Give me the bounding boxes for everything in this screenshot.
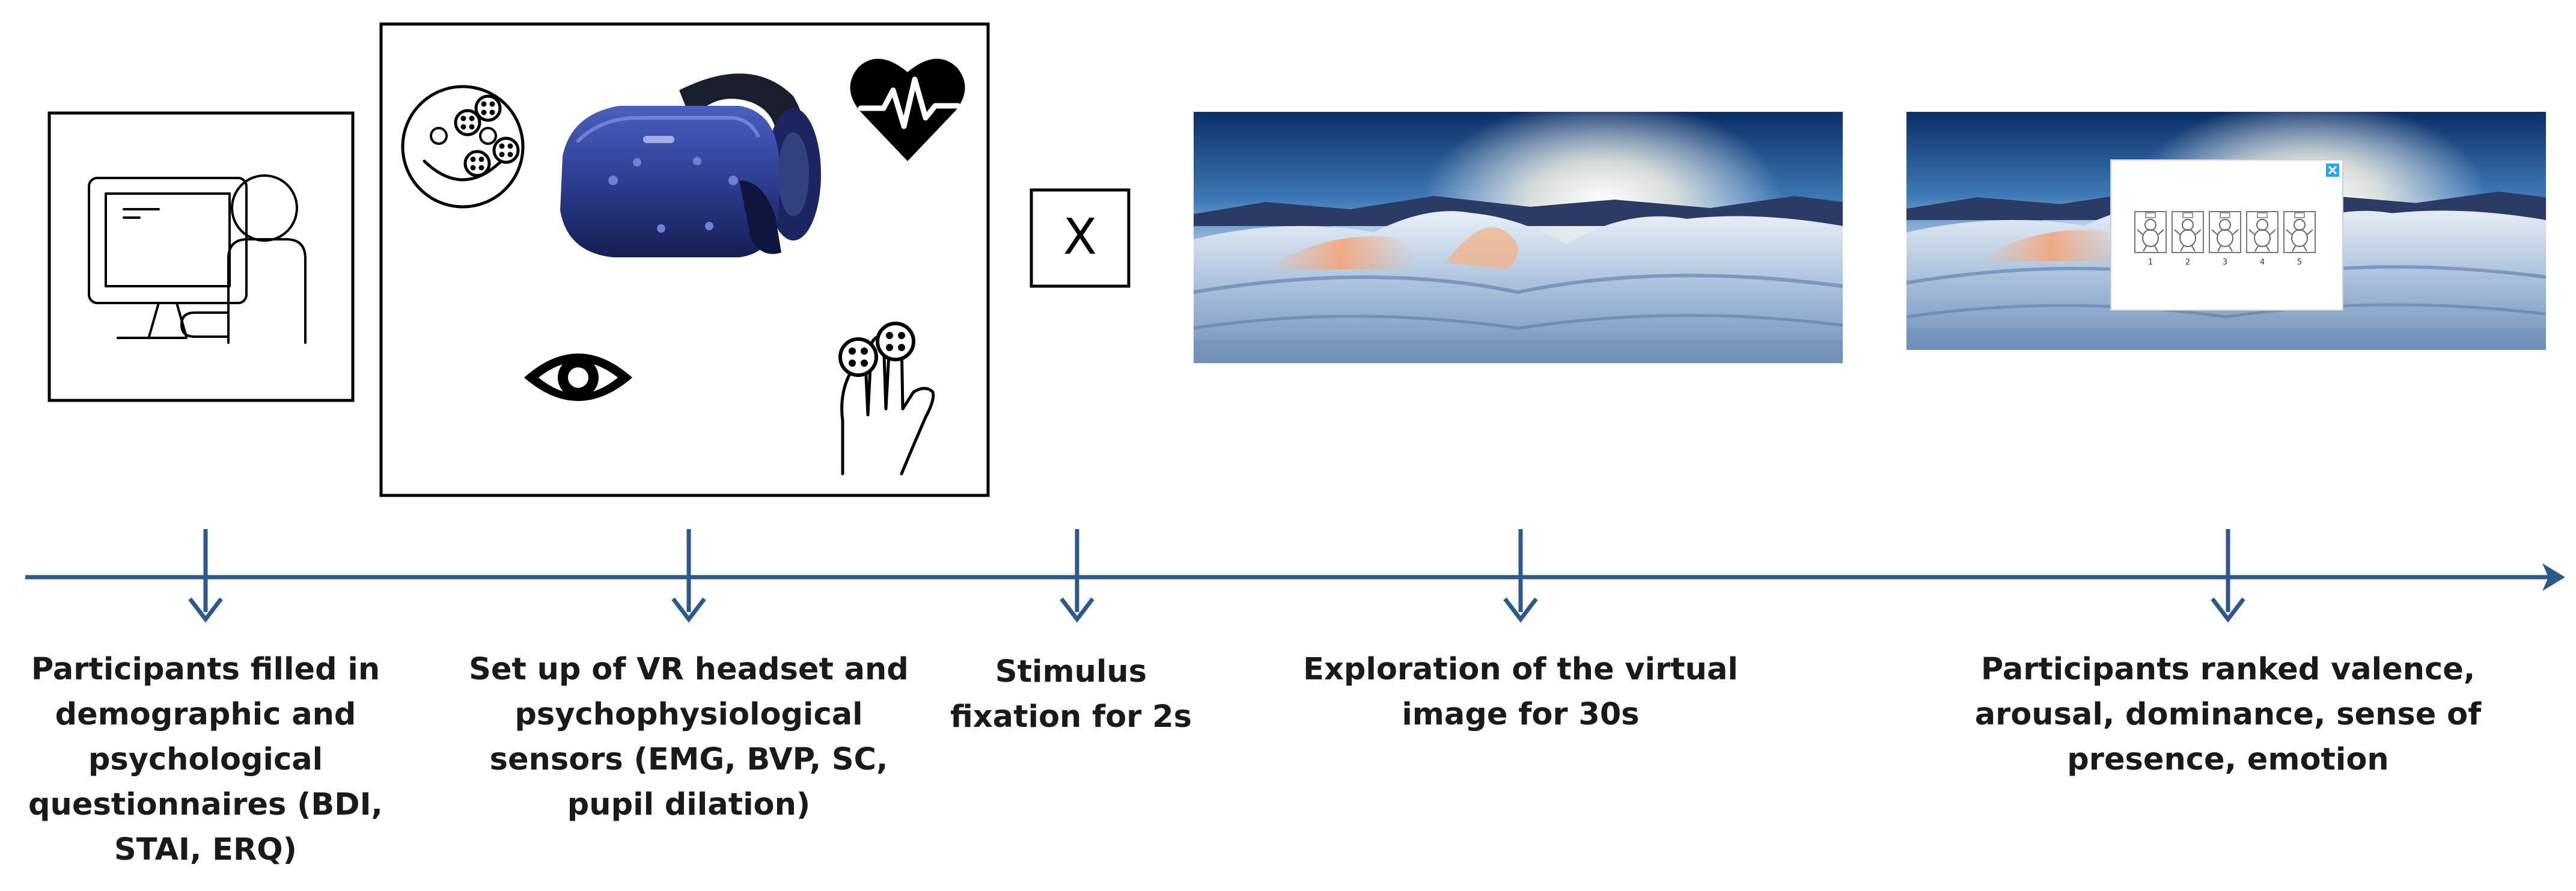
rating-option-4[interactable] [2246, 211, 2278, 253]
timeline-marker-3 [1060, 529, 1094, 623]
rating-number-1: 1 [2148, 258, 2153, 267]
fixation-symbol: X [1063, 209, 1097, 266]
caption-fixation: Stimulus fixation for 2s [945, 649, 1197, 739]
rating-scale-dialog: 1 2 3 4 5 [2110, 159, 2343, 311]
caption-line: STAI, ERQ) [114, 832, 297, 868]
timeline-arrowhead [2542, 563, 2565, 591]
caption-line: demographic and [55, 697, 356, 732]
caption-line: Participants ranked valence, [1980, 652, 2476, 687]
rating-number-3: 3 [2223, 258, 2227, 267]
timeline-marker-5 [2211, 529, 2245, 623]
rating-option-3[interactable] [2209, 211, 2241, 253]
caption-line: Set up of VR headset and [469, 652, 909, 687]
face-electrodes-icon [401, 85, 525, 209]
rating-option-2[interactable] [2172, 211, 2204, 253]
caption-line: image for 30s [1402, 697, 1640, 732]
rating-option-5[interactable] [2283, 211, 2316, 253]
caption-line: psychological [88, 742, 323, 777]
exploration-panorama [1194, 100, 1843, 363]
fixation-panel: X [1030, 188, 1131, 288]
caption-line: sensors (EMG, BVP, SC, [489, 742, 888, 777]
caption-line: fixation for 2s [950, 699, 1192, 735]
timeline-marker-4 [1503, 529, 1538, 623]
caption-line: questionnaires (BDI, [28, 787, 383, 822]
caption-line: presence, emotion [2067, 742, 2389, 777]
caption-line: Participants filled in [31, 652, 380, 687]
questionnaire-panel [47, 111, 355, 402]
caption-rating: Participants ranked valence, arousal, do… [1961, 647, 2495, 782]
timeline [25, 529, 2565, 623]
caption-line: Exploration of the virtual [1303, 652, 1738, 687]
rating-number-2: 2 [2185, 258, 2190, 267]
rating-option-1[interactable] [2134, 211, 2167, 253]
caption-line: pupil dilation) [567, 787, 811, 822]
timeline-marker-1 [188, 529, 223, 623]
timeline-marker-2 [671, 529, 706, 623]
person-at-computer-icon [88, 174, 307, 344]
caption-line: Stimulus [995, 654, 1147, 690]
caption-setup: Set up of VR headset and psychophysiolog… [448, 647, 929, 827]
finger-electrodes-icon [838, 322, 935, 476]
caption-line: arousal, dominance, sense of [1974, 697, 2482, 732]
rating-number-5: 5 [2297, 258, 2302, 267]
caption-questionnaires: Participants filled in demographic and p… [13, 647, 398, 872]
caption-line: psychophysiological [514, 697, 863, 732]
vr-headset-icon [560, 73, 821, 257]
rating-number-4: 4 [2260, 258, 2265, 267]
eye-icon [524, 354, 632, 401]
setup-panel [379, 22, 990, 497]
caption-exploration: Exploration of the virtual image for 30s [1280, 647, 1761, 737]
heart-pulse-icon [850, 58, 965, 162]
